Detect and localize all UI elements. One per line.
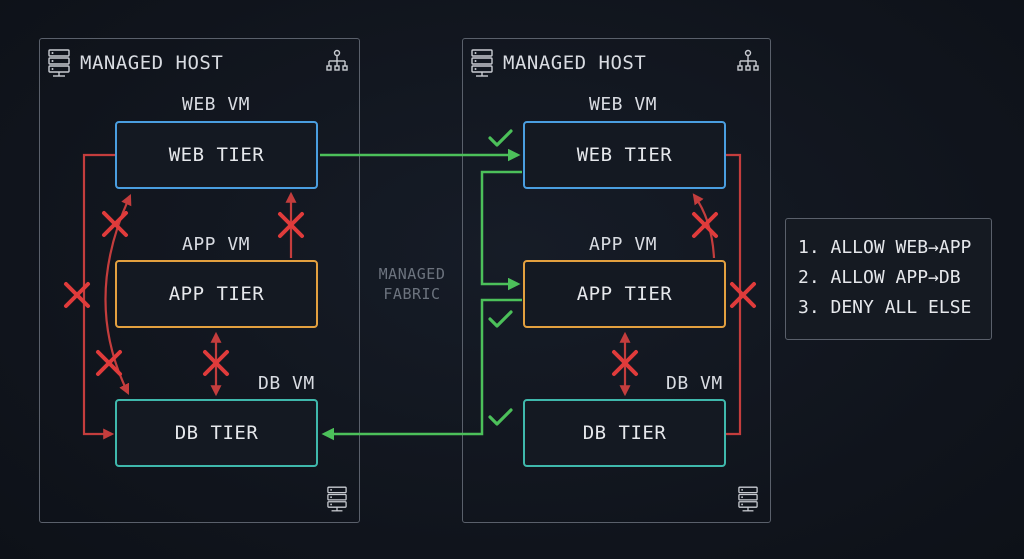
green-check-icon [488,408,513,426]
app-vm-label: APP VM [182,234,251,255]
server-rack-icon [327,486,347,512]
policy-rule: 3. DENY ALL ELSE [798,297,972,318]
host-title: MANAGED HOST [503,52,647,74]
allowed-flow-app-to-db [321,298,522,441]
app-tier-box[interactable]: APP TIER [115,260,318,328]
red-x-icon [102,211,128,237]
managed-fabric-label: MANAGED FABRIC [362,264,462,304]
server-rack-icon [471,49,493,77]
red-x-icon [278,212,304,238]
server-rack-icon [738,486,758,512]
server-rack-icon [48,49,70,77]
policy-rule: 1. ALLOW WEB→APP [798,237,972,258]
network-tree-icon [736,49,760,73]
red-x-icon [96,350,122,376]
allowed-flow-web-to-app [480,170,522,291]
red-x-icon [64,282,90,308]
green-check-icon [488,129,513,147]
red-x-icon [612,350,638,376]
red-x-icon [203,350,229,376]
fabric-line-1: MANAGED [378,265,446,283]
app-tier-box[interactable]: APP TIER [523,260,726,328]
db-tier-box[interactable]: DB TIER [115,399,318,467]
red-x-icon [730,282,756,308]
policy-rules-panel: 1. ALLOW WEB→APP 2. ALLOW APP→DB 3. DENY… [785,218,992,340]
web-tier-box[interactable]: WEB TIER [115,121,318,189]
host-title: MANAGED HOST [80,52,224,74]
policy-rule: 2. ALLOW APP→DB [798,267,961,288]
managed-host-2: MANAGED HOST [462,38,771,523]
managed-host-1: MANAGED HOST [39,38,360,523]
web-vm-label: WEB VM [182,94,251,115]
db-tier-box[interactable]: DB TIER [523,399,726,467]
green-check-icon [488,310,513,328]
red-x-icon [692,212,718,238]
denied-flow-web-to-db-outer [82,153,116,440]
db-vm-label: DB VM [258,373,315,394]
app-vm-label: APP VM [589,234,658,255]
web-vm-label: WEB VM [589,94,658,115]
network-tree-icon [325,49,349,73]
fabric-line-2: FABRIC [383,285,441,303]
db-vm-label: DB VM [666,373,723,394]
web-tier-box[interactable]: WEB TIER [523,121,726,189]
denied-flow-web-db-outer [726,153,742,436]
